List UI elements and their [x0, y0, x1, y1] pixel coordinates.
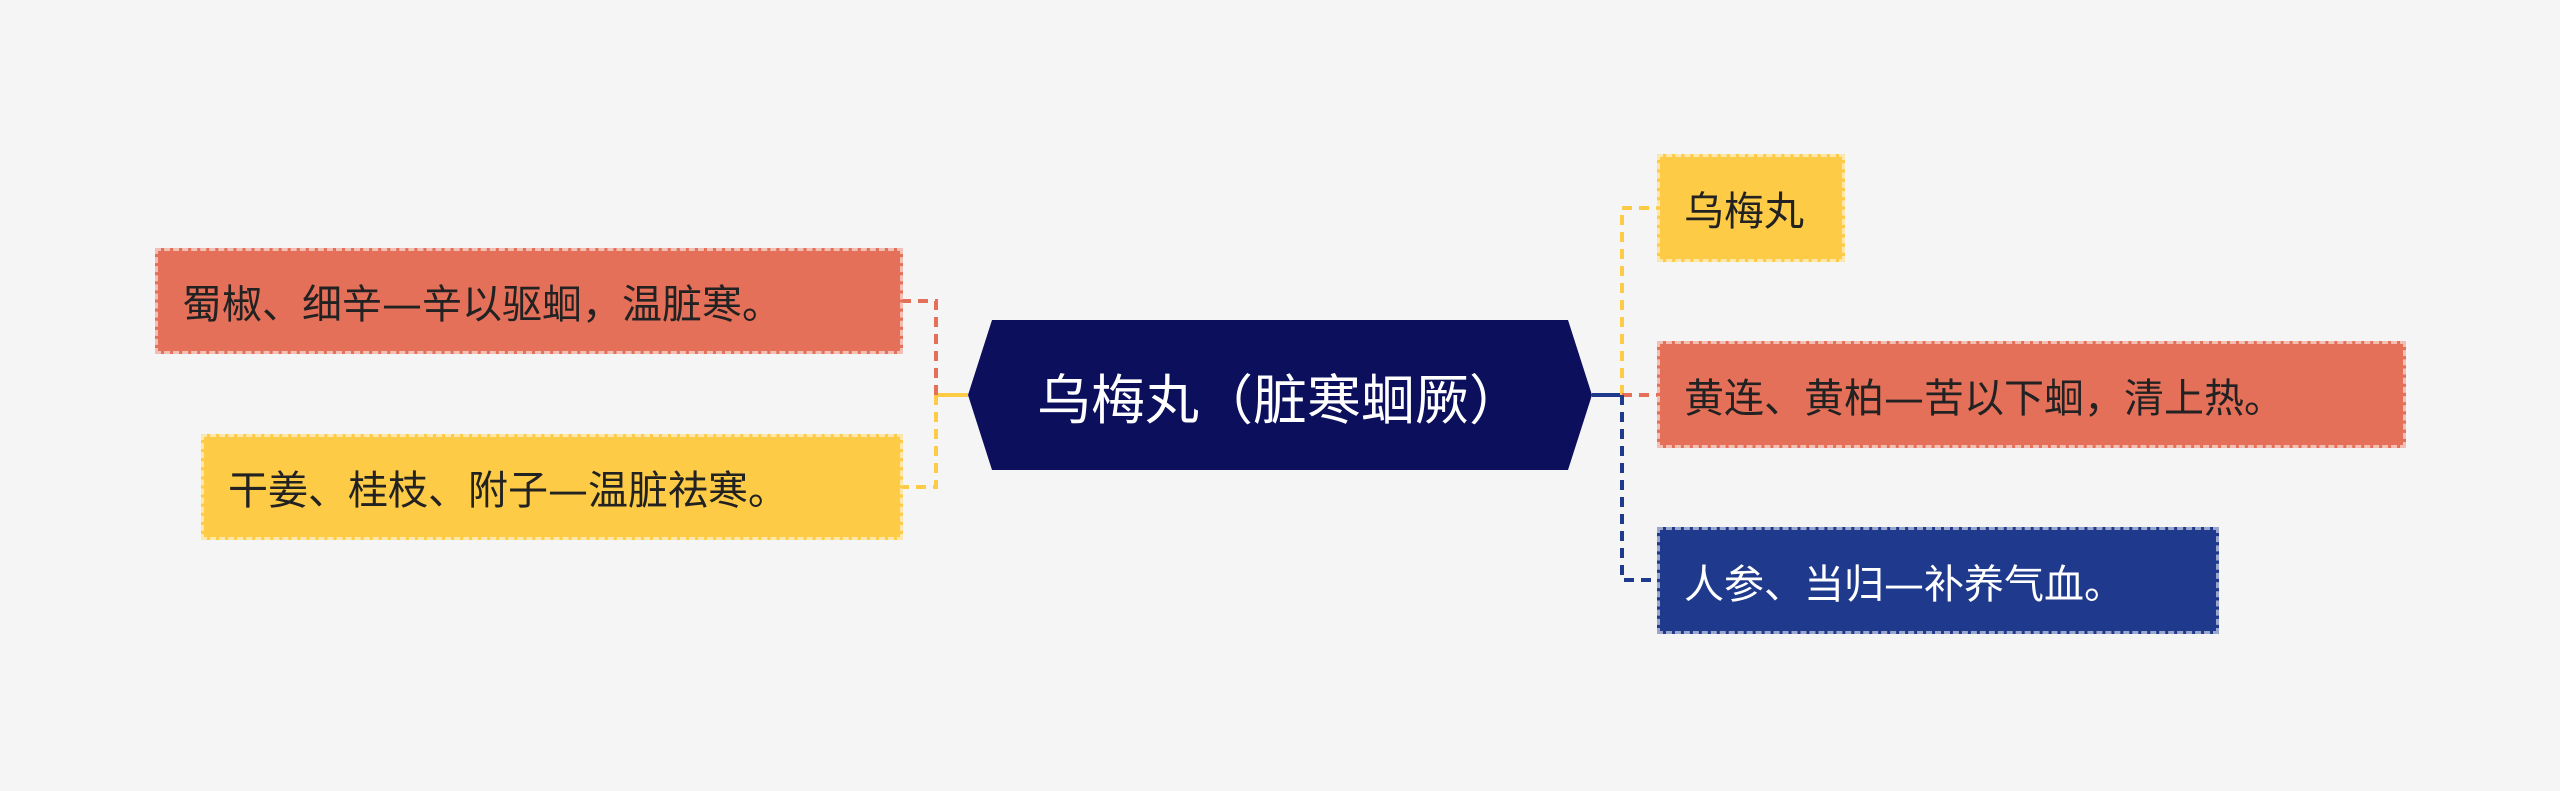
- connector-right-1: [1620, 206, 1657, 395]
- topic-left-1[interactable]: 蜀椒、细辛—辛以驱蛔，温脏寒。: [155, 248, 903, 354]
- topic-right-1[interactable]: 乌梅丸: [1657, 154, 1845, 262]
- topic-right-3-label: 人参、当归—补养气血。: [1684, 561, 2124, 608]
- topic-right-2-label: 黄连、黄柏—苦以下蛔，清上热。: [1684, 375, 2284, 422]
- connector-left-1: [903, 299, 938, 395]
- connector-left-2: [903, 395, 938, 489]
- root-topic-label: 乌梅丸（脏寒蛔厥）: [1037, 368, 1523, 432]
- topic-left-2-label: 干姜、桂枝、附子—温脏祛寒。: [228, 468, 788, 514]
- topic-right-3[interactable]: 人参、当归—补养气血。: [1657, 527, 2219, 634]
- topic-left-2[interactable]: 干姜、桂枝、附子—温脏祛寒。: [201, 434, 903, 540]
- topic-right-2[interactable]: 黄连、黄柏—苦以下蛔，清上热。: [1657, 341, 2406, 448]
- topic-right-1-label: 乌梅丸: [1684, 189, 1804, 235]
- connector-right-3: [1620, 395, 1657, 582]
- topic-left-1-label: 蜀椒、细辛—辛以驱蛔，温脏寒。: [182, 282, 782, 328]
- root-topic[interactable]: 乌梅丸（脏寒蛔厥）: [968, 320, 1592, 470]
